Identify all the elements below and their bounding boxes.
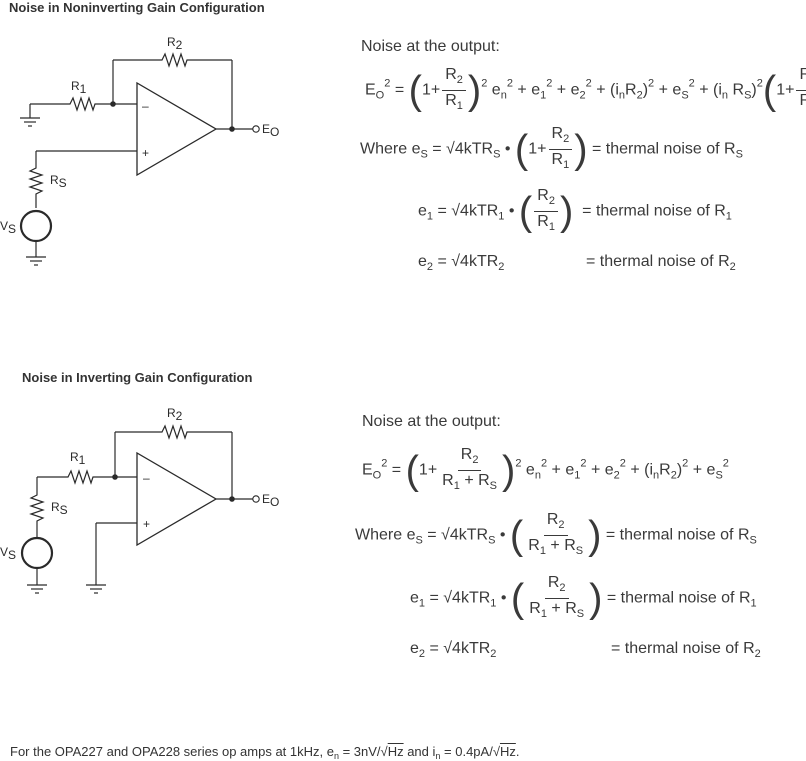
e2-thermal-bottom: = thermal noise of R2 [611, 640, 761, 660]
rs-label: RS [51, 500, 68, 517]
r2-label: R2 [167, 406, 183, 423]
eo-label: EO [262, 122, 279, 139]
minus-sign: – [142, 99, 149, 113]
e2-equation-bottom: e2 = √4kTR2 [410, 640, 497, 660]
noninverting-circuit: – + EO R1 R2 RS VS [0, 35, 279, 266]
plus-sign: + [142, 146, 149, 160]
noise-heading-top: Noise at the output: [361, 38, 500, 55]
vs-label: VS [0, 219, 16, 236]
footnote: For the OPA227 and OPA228 series op amps… [10, 744, 520, 761]
e2-equation-top: e2 = √4kTR2 [418, 253, 505, 273]
inverting-circuit: – + EO R1 R2 RS VS [0, 406, 279, 594]
inverting-title: Noise in Inverting Gain Configuration [22, 370, 253, 385]
e2-thermal-top: = thermal noise of R2 [586, 253, 736, 273]
vs-label: VS [0, 545, 16, 562]
r2-label: R2 [167, 35, 183, 52]
r1-label: R1 [70, 450, 86, 467]
rs-label: RS [50, 173, 67, 190]
eo-label: EO [262, 492, 279, 509]
r1-label: R1 [71, 79, 87, 96]
noise-heading-bottom: Noise at the output: [362, 413, 501, 430]
noninverting-title: Noise in Noninverting Gain Configuration [9, 0, 265, 15]
plus-sign: + [143, 517, 150, 531]
minus-sign: – [143, 471, 150, 485]
